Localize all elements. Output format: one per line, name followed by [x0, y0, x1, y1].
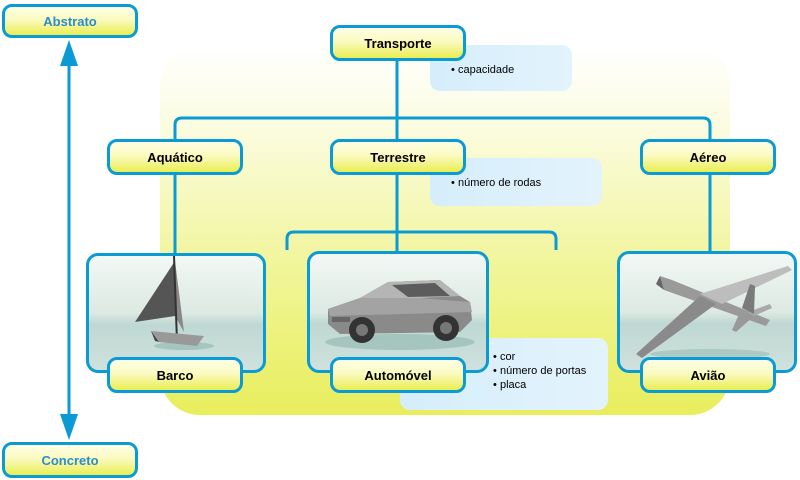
airplane-image: [617, 251, 797, 373]
attribute-item: número de portas: [493, 364, 598, 378]
leaf-node-automovel: Automóvel: [330, 357, 466, 393]
root-node: Transporte: [330, 25, 466, 61]
attribute-item: placa: [493, 378, 598, 392]
boat-image: [86, 253, 266, 373]
concrete-label: Concreto: [2, 442, 138, 478]
attribute-item: capacidade: [451, 63, 562, 77]
abstract-label: Abstrato: [2, 4, 138, 38]
double-arrow: [60, 40, 78, 440]
leaf-node-aviao: Avião: [640, 357, 776, 393]
category-node-terrestre: Terrestre: [330, 139, 466, 175]
leaf-node-barco: Barco: [107, 357, 243, 393]
category-node-aereo: Aéreo: [640, 139, 776, 175]
category-node-aquatico: Aquático: [107, 139, 243, 175]
car-image: [307, 251, 489, 373]
attribute-item: número de rodas: [451, 176, 592, 190]
attribute-item: cor: [493, 350, 598, 364]
